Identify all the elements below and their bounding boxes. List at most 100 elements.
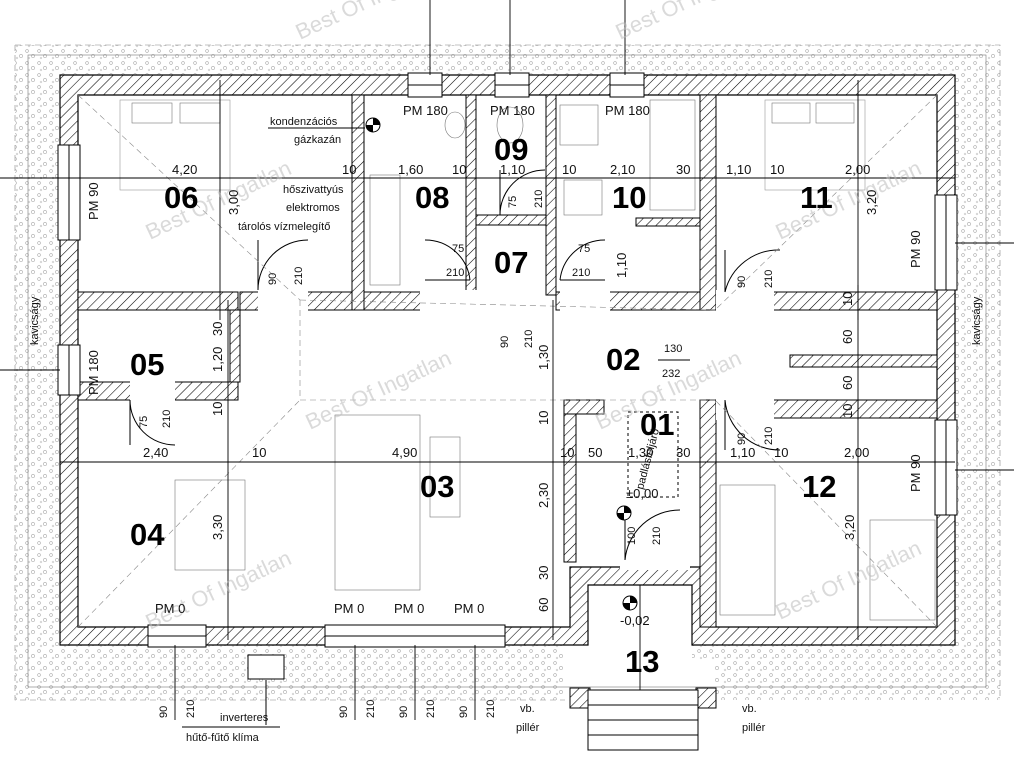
roof-hip-lines bbox=[77, 94, 938, 628]
watermark-text: Best Of Ingatlan bbox=[142, 545, 296, 634]
door-label: 210 bbox=[446, 267, 464, 279]
note-heater-1: hőszivattyús bbox=[283, 184, 344, 196]
dim-label: 30 bbox=[536, 566, 551, 580]
room-label-11: 11 bbox=[800, 180, 833, 215]
opening-label: 90 bbox=[338, 706, 350, 718]
dim-label: 2,40 bbox=[143, 445, 168, 460]
door-label: 90 bbox=[736, 433, 748, 445]
door-label: 210 bbox=[293, 267, 305, 285]
dim-label: 2,30 bbox=[536, 483, 551, 508]
note-heater-2: elektromos bbox=[286, 202, 340, 214]
room-label-12: 12 bbox=[802, 469, 836, 504]
window-labels: PM 180 PM 180 PM 180 PM 90 PM 180 PM 90 … bbox=[86, 103, 923, 616]
dim-label: 10 bbox=[774, 445, 788, 460]
room-label-08: 08 bbox=[415, 180, 449, 215]
note-pillar-right-1: vb. bbox=[742, 703, 757, 715]
dim-label: 60 bbox=[840, 376, 855, 390]
opening-label: 90 bbox=[398, 706, 410, 718]
dim-label: 10 bbox=[342, 162, 356, 177]
dim-label: 10 bbox=[560, 445, 574, 460]
note-gravel-left: kavicságy bbox=[29, 296, 41, 345]
door-label: 210 bbox=[523, 330, 535, 348]
level-main: ±0,00 bbox=[626, 486, 658, 501]
note-boiler-1: kondenzációs bbox=[270, 116, 338, 128]
furniture bbox=[119, 99, 936, 621]
window-label: PM 0 bbox=[334, 601, 364, 616]
dim-label: 1,10 bbox=[614, 253, 629, 278]
dim-label: 10 bbox=[452, 162, 466, 177]
note-pillar-left-1: vb. bbox=[520, 703, 535, 715]
door-swings bbox=[129, 169, 781, 561]
window-label: PM 0 bbox=[155, 601, 185, 616]
dim-label: 1,20 bbox=[210, 347, 225, 372]
opening-label: 210 bbox=[185, 700, 197, 718]
dim-label: 10 bbox=[840, 404, 855, 418]
watermark-text: Best Of Ingatlan bbox=[612, 0, 766, 45]
dim-label: 2,10 bbox=[610, 162, 635, 177]
level-entry: -0,02 bbox=[620, 613, 650, 628]
dim-label: 2,00 bbox=[845, 162, 870, 177]
note-ac-2: hűtő-fűtő klíma bbox=[186, 732, 260, 744]
door-labels: 90 210 75 210 75 210 75 210 90 210 75 21… bbox=[138, 190, 775, 545]
entrance-steps bbox=[247, 654, 717, 751]
dim-label: 1,10 bbox=[500, 162, 525, 177]
door-openings bbox=[130, 290, 774, 570]
dim-label: 1,30 bbox=[628, 445, 653, 460]
dim-label: 10 bbox=[536, 411, 551, 425]
dim-label: 30 bbox=[676, 445, 690, 460]
door-label: 210 bbox=[533, 190, 545, 208]
window-label: PM 180 bbox=[605, 103, 650, 118]
window-label: PM 0 bbox=[394, 601, 424, 616]
dim-label: 3,20 bbox=[842, 515, 857, 540]
room-label-01: 01 bbox=[640, 407, 674, 442]
watermark-text: Best Of Ingatlan bbox=[302, 345, 456, 434]
dim-label: 60 bbox=[840, 330, 855, 344]
note-gravel-right: kavicságy bbox=[971, 296, 983, 345]
door-label: 75 bbox=[138, 416, 150, 428]
door-label: 210 bbox=[161, 410, 173, 428]
room-label-09: 09 bbox=[494, 132, 528, 167]
room-label-10: 10 bbox=[612, 180, 646, 215]
dim-label: 10 bbox=[840, 292, 855, 306]
dim-label: 3,00 bbox=[226, 190, 241, 215]
annotations: kondenzációs gázkazán hőszivattyús elekt… bbox=[29, 116, 983, 744]
dim-label: 30 bbox=[676, 162, 690, 177]
door-label: 75 bbox=[452, 243, 464, 255]
room-label-02: 02 bbox=[606, 342, 640, 377]
dim-label: 4,90 bbox=[392, 445, 417, 460]
dim-label: 30 bbox=[210, 322, 225, 336]
window-label: PM 180 bbox=[86, 350, 101, 395]
dimension-lines bbox=[0, 0, 1014, 750]
dim-label: 3,20 bbox=[864, 190, 879, 215]
watermark-text: Best Of Ingatlan bbox=[772, 535, 926, 624]
dim-label: 1,10 bbox=[726, 162, 751, 177]
room-label-06: 06 bbox=[164, 180, 198, 215]
note-ac-1: inverteres bbox=[220, 712, 269, 724]
window-label: PM 90 bbox=[908, 454, 923, 492]
level-markers bbox=[365, 117, 679, 611]
opening-label: 90 bbox=[158, 706, 170, 718]
window-label: PM 90 bbox=[86, 182, 101, 220]
door-label: 210 bbox=[763, 427, 775, 445]
dim-label: 3,30 bbox=[210, 515, 225, 540]
dim-label: 1,60 bbox=[398, 162, 423, 177]
opening-label: 90 bbox=[458, 706, 470, 718]
door-label: 210 bbox=[572, 267, 590, 279]
door-label: 130 bbox=[664, 343, 682, 355]
dim-label: 10 bbox=[210, 402, 225, 416]
note-heater-3: tárolós vízmelegítő bbox=[238, 221, 330, 233]
windows bbox=[57, 72, 958, 648]
window-label: PM 180 bbox=[403, 103, 448, 118]
dim-label: 10 bbox=[252, 445, 266, 460]
dim-label: 1,30 bbox=[536, 345, 551, 370]
room-label-07: 07 bbox=[494, 245, 528, 280]
door-label: 210 bbox=[763, 270, 775, 288]
window-label: PM 90 bbox=[908, 230, 923, 268]
note-boiler-2: gázkazán bbox=[294, 134, 341, 146]
room-label-03: 03 bbox=[420, 469, 454, 504]
door-label: 75 bbox=[507, 196, 519, 208]
opening-label: 210 bbox=[485, 700, 497, 718]
window-label: PM 0 bbox=[454, 601, 484, 616]
dim-label: 1,10 bbox=[730, 445, 755, 460]
